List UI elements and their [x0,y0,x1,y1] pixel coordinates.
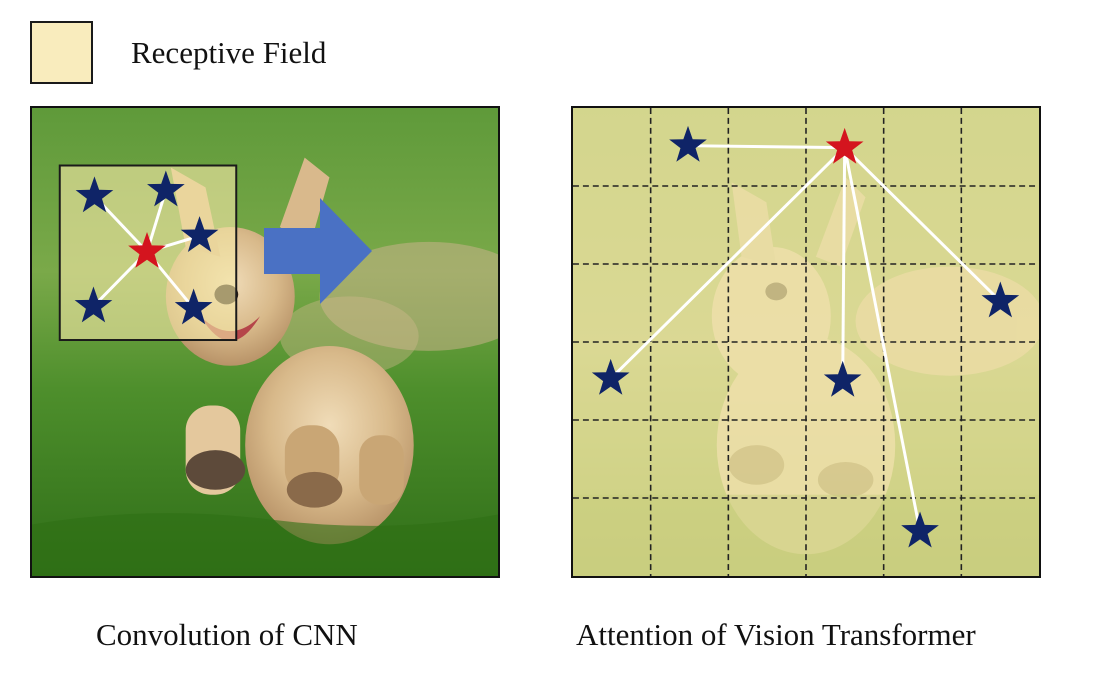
star-icon [174,288,213,325]
star-icon [74,286,113,323]
link-line [843,147,922,532]
link-line [841,147,847,381]
star-icon [823,360,862,397]
star-icon [825,127,864,164]
star-icon [669,125,707,162]
star-icon [128,231,166,268]
star-icon [981,281,1020,318]
attention-links [609,144,1002,532]
star-icon [901,511,939,548]
cnn-image-panel [30,106,500,578]
vit-image-panel [571,106,1041,578]
cnn-illustration [32,108,498,576]
link-line [687,144,845,150]
link-line [843,146,1002,303]
legend-label: Receptive Field [131,35,327,70]
right-arrow-icon [264,198,372,304]
vit-illustration [573,108,1039,576]
blurred-dog-background [319,241,498,351]
link-line [609,146,846,380]
receptive-field-swatch [30,21,93,84]
star-icon [180,216,219,252]
star-icon [591,358,630,395]
vit-caption: Attention of Vision Transformer [576,617,976,652]
cnn-caption: Convolution of CNN [96,617,358,652]
star-icon [75,176,114,213]
star-icon [147,170,185,207]
